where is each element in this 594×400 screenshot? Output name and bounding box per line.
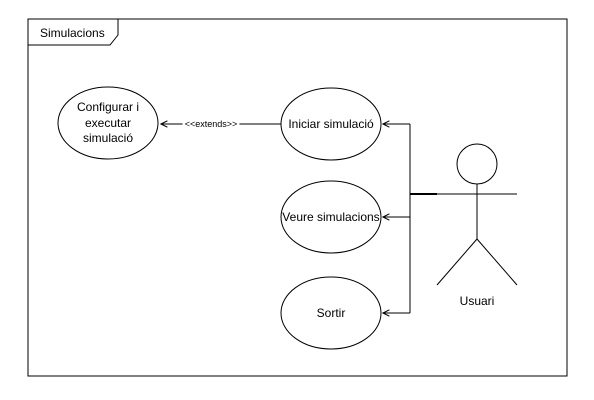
frame-title: Simulacions bbox=[40, 26, 105, 40]
actor-right-leg bbox=[476, 238, 518, 286]
actor-user[interactable]: Usuari bbox=[436, 143, 518, 308]
actor-label: Usuari bbox=[460, 294, 495, 308]
actor-left-leg bbox=[436, 238, 478, 286]
frame-title-tab bbox=[27, 18, 119, 46]
use-case-start-label: Iniciar simulació bbox=[288, 117, 374, 131]
use-case-configure-label-1: Configurar i bbox=[77, 100, 139, 114]
use-case-start-simulation[interactable]: Iniciar simulació bbox=[280, 87, 382, 161]
use-case-configure[interactable]: Configurar i executar simulació bbox=[57, 86, 159, 160]
extends-label: <<extends>> bbox=[185, 119, 238, 129]
use-case-configure-label-2: executar bbox=[85, 116, 131, 130]
use-case-exit[interactable]: Sortir bbox=[280, 276, 382, 350]
use-case-exit-label: Sortir bbox=[317, 306, 346, 320]
use-case-view-simulations[interactable]: Veure simulacions bbox=[280, 180, 382, 254]
use-case-configure-label-3: simulació bbox=[83, 131, 133, 145]
use-case-view-label: Veure simulacions bbox=[282, 210, 379, 224]
actor-head bbox=[456, 143, 498, 185]
